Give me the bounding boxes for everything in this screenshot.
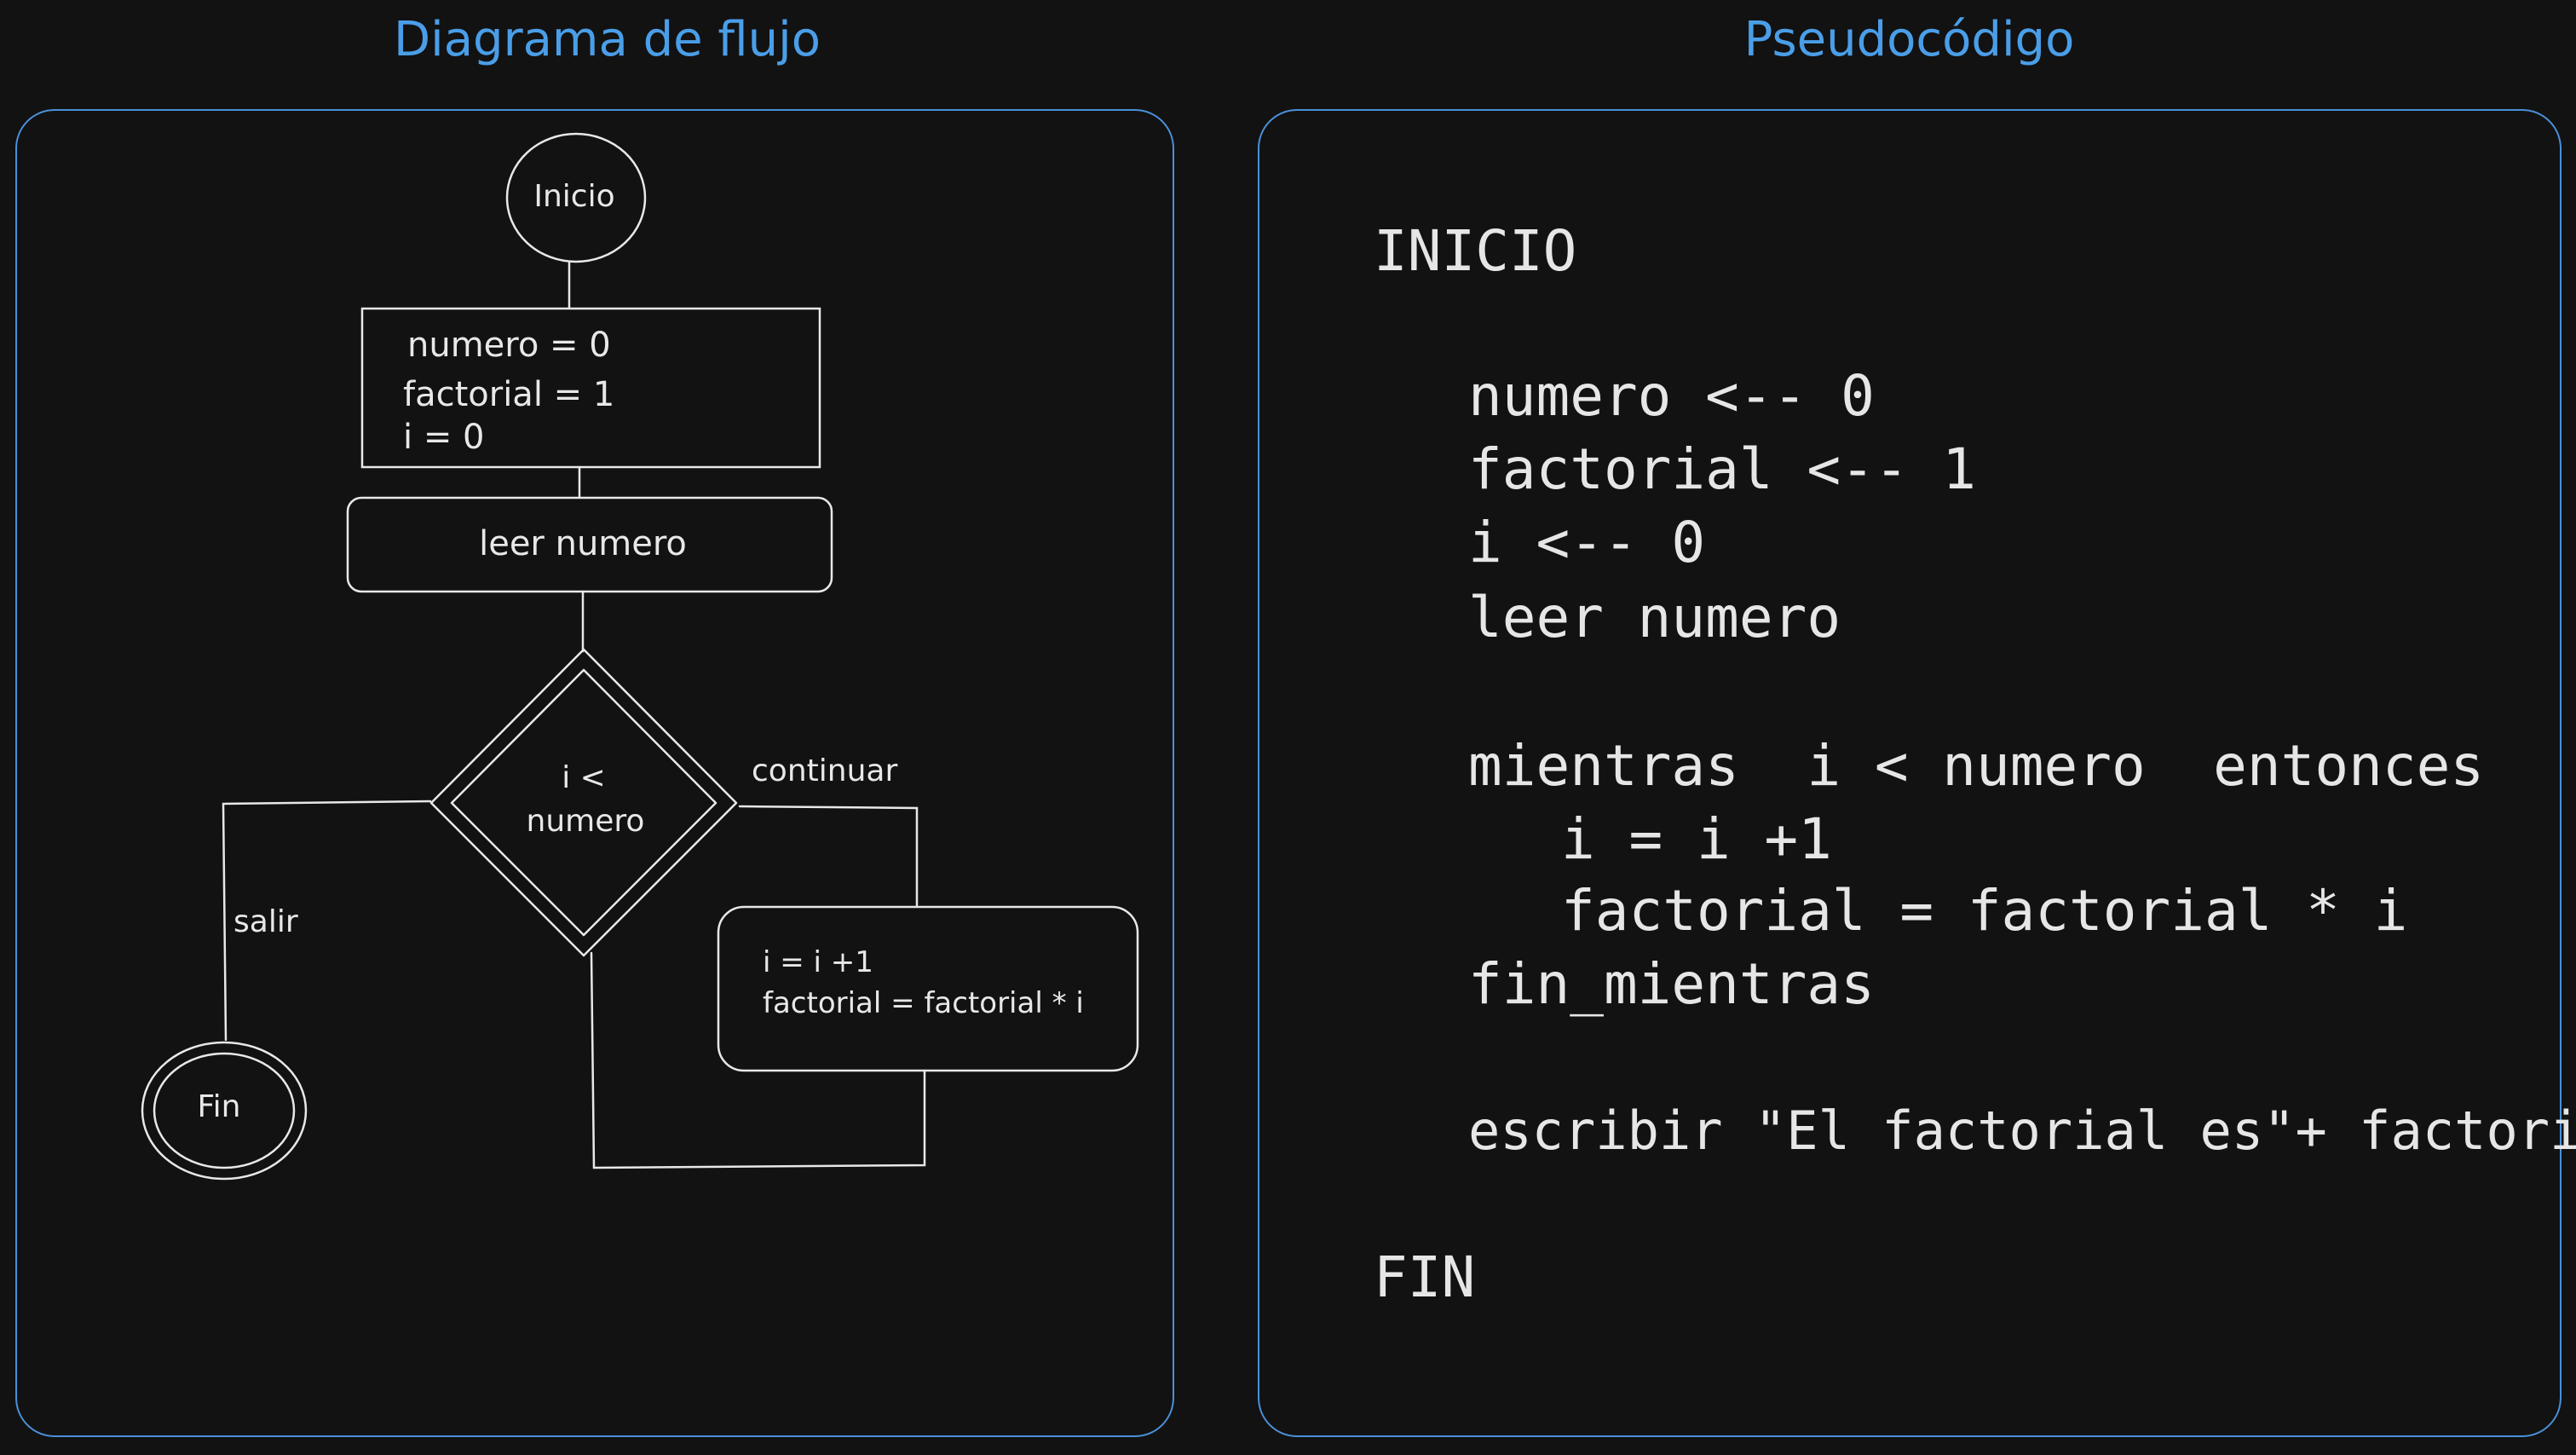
- init-line-2: factorial = 1: [403, 375, 614, 414]
- pseudo-line-i: i <-- 0: [1468, 510, 1706, 575]
- init-line-3: i = 0: [403, 418, 485, 457]
- start-node: Inicio: [505, 132, 647, 263]
- pseudo-line-leer: leer numero: [1468, 585, 1841, 650]
- pseudo-line-factorial: factorial <-- 1: [1468, 436, 1977, 502]
- connector-continuar: [738, 805, 919, 907]
- branch-salir-label: salir: [233, 904, 298, 939]
- pseudo-line-fin-mientras: fin_mientras: [1468, 951, 1875, 1017]
- flowchart-heading: Diagrama de flujo: [394, 12, 821, 67]
- end-label: Fin: [198, 1089, 241, 1124]
- connector-salir: [222, 800, 432, 1042]
- init-node: numero = 0 factorial = 1 i = 0: [360, 307, 821, 469]
- pseudo-line-inicio: INICIO: [1374, 218, 1577, 284]
- decision-label-2: numero: [527, 804, 645, 839]
- decision-node: i < numero: [429, 648, 738, 957]
- pseudocode-panel: [1258, 109, 2562, 1437]
- connector-loop-back: [590, 951, 926, 1169]
- init-line-1: numero = 0: [407, 326, 611, 365]
- pseudocode-heading: Pseudocódigo: [1743, 12, 2075, 67]
- pseudo-line-mientras: mientras i < numero entonces: [1468, 733, 2485, 799]
- branch-continuar-label: continuar: [752, 753, 897, 788]
- process-node: i = i +1 factorial = factorial * i: [717, 905, 1139, 1072]
- start-label: Inicio: [533, 179, 614, 214]
- pseudo-line-fin: FIN: [1374, 1244, 1476, 1310]
- pseudo-line-multiply: factorial = factorial * i: [1561, 878, 2408, 944]
- input-node: leer numero: [346, 496, 833, 593]
- flowchart-panel: [15, 109, 1174, 1437]
- process-line-1: i = i +1: [763, 945, 873, 979]
- pseudo-line-increment: i = i +1: [1561, 806, 1832, 872]
- pseudo-line-escribir: escribir "El factorial es"+ factorial: [1468, 1100, 2576, 1162]
- decision-label-1: i <: [562, 760, 606, 795]
- end-node: Fin: [141, 1041, 308, 1181]
- process-line-2: factorial = factorial * i: [763, 986, 1084, 1020]
- pseudo-line-numero: numero <-- 0: [1468, 363, 1875, 429]
- input-label: leer numero: [479, 524, 687, 563]
